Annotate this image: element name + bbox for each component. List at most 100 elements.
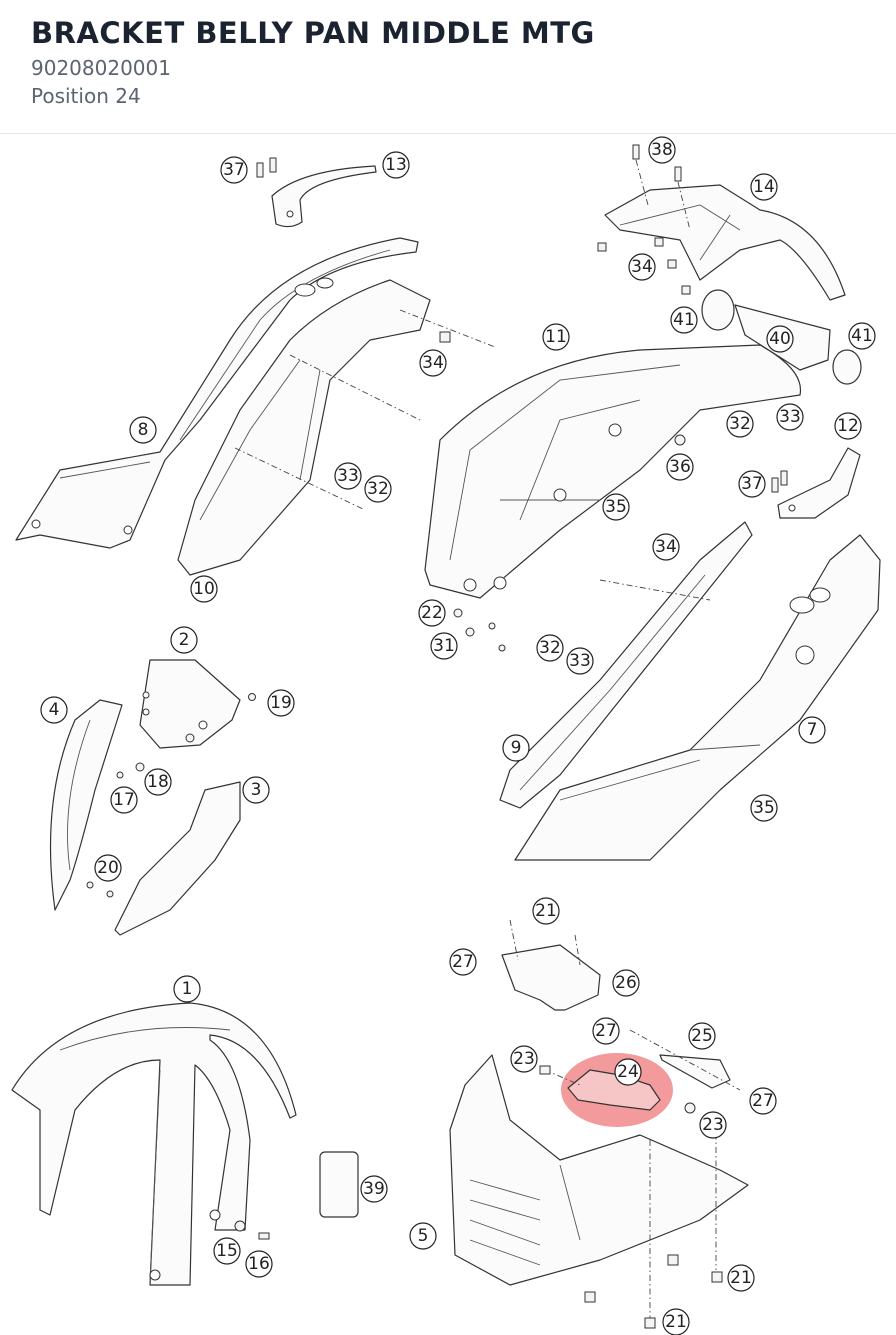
- svg-text:21: 21: [665, 1312, 687, 1332]
- svg-text:33: 33: [779, 407, 801, 427]
- part-10-inner-panel[interactable]: [177, 279, 496, 576]
- callout-23-right[interactable]: 23: [699, 1111, 727, 1139]
- callout-41-left[interactable]: 41: [670, 306, 698, 334]
- callout-32-left[interactable]: 32: [364, 475, 392, 503]
- part-41-reflector-right[interactable]: [832, 349, 862, 385]
- part-11-rear-cover[interactable]: [424, 344, 802, 599]
- callout-11[interactable]: 11: [542, 323, 570, 351]
- svg-text:23: 23: [702, 1115, 724, 1135]
- callout-35-right[interactable]: 35: [750, 794, 778, 822]
- callout-8[interactable]: 8: [129, 416, 157, 444]
- callout-27-left[interactable]: 27: [449, 948, 477, 976]
- part-4-side-trim[interactable]: [49, 699, 123, 911]
- part-39-pad[interactable]: [319, 1151, 359, 1218]
- callout-33-left[interactable]: 33: [334, 462, 362, 490]
- svg-text:41: 41: [851, 326, 873, 346]
- svg-text:32: 32: [367, 479, 389, 499]
- part-23-screws[interactable]: [539, 1065, 696, 1114]
- callout-14[interactable]: 14: [750, 173, 778, 201]
- callout-37-top[interactable]: 37: [220, 156, 248, 184]
- callout-21-right[interactable]: 21: [727, 1264, 755, 1292]
- part-number: 90208020001: [31, 56, 171, 80]
- callout-33-top[interactable]: 33: [776, 403, 804, 431]
- callout-35-mid[interactable]: 35: [602, 493, 630, 521]
- part-12-grab-handle[interactable]: [777, 447, 861, 519]
- callout-40[interactable]: 40: [766, 325, 794, 353]
- svg-text:35: 35: [753, 798, 775, 818]
- callout-32-mid[interactable]: 32: [536, 634, 564, 662]
- callout-39[interactable]: 39: [360, 1175, 388, 1203]
- svg-text:3: 3: [251, 780, 262, 800]
- callout-10[interactable]: 10: [190, 575, 218, 603]
- part-37-screws-right[interactable]: [771, 470, 788, 493]
- callout-37-right[interactable]: 37: [738, 470, 766, 498]
- callout-27-mid[interactable]: 27: [592, 1017, 620, 1045]
- callout-27-right[interactable]: 27: [749, 1087, 777, 1115]
- part-13-bracket[interactable]: [271, 165, 377, 228]
- part-7-rear-side-panel[interactable]: [514, 534, 881, 861]
- part-22-31-fasteners[interactable]: [453, 608, 506, 652]
- svg-text:35: 35: [605, 497, 627, 517]
- part-9-inner-rear-panel[interactable]: [499, 521, 753, 809]
- part-8-side-panel[interactable]: [15, 237, 419, 549]
- part-small-fasteners-front[interactable]: [86, 693, 256, 898]
- svg-text:10: 10: [193, 579, 215, 599]
- part-41-reflector-left[interactable]: [701, 289, 735, 331]
- callout-19[interactable]: 19: [267, 689, 295, 717]
- svg-text:33: 33: [569, 651, 591, 671]
- callout-3[interactable]: 3: [242, 776, 270, 804]
- callout-5[interactable]: 5: [409, 1222, 437, 1250]
- callout-34-rear[interactable]: 34: [628, 253, 656, 281]
- callout-38[interactable]: 38: [648, 136, 676, 164]
- part-3-side-trim[interactable]: [114, 781, 241, 936]
- callout-26[interactable]: 26: [612, 969, 640, 997]
- callout-1[interactable]: 1: [173, 975, 201, 1003]
- part-24-bracket-highlight[interactable]: [561, 1053, 673, 1127]
- callout-36[interactable]: 36: [666, 453, 694, 481]
- svg-text:36: 36: [669, 457, 691, 477]
- callout-41-right[interactable]: 41: [848, 322, 876, 350]
- callout-22[interactable]: 22: [418, 599, 446, 627]
- part-38-screws[interactable]: [632, 144, 691, 231]
- part-title: BRACKET BELLY PAN MIDDLE MTG: [31, 16, 595, 50]
- callout-33-mid[interactable]: 33: [566, 647, 594, 675]
- callout-9[interactable]: 9: [502, 734, 530, 762]
- callout-2[interactable]: 2: [170, 626, 198, 654]
- part-21-screws-bottom[interactable]: [584, 1254, 723, 1329]
- svg-text:8: 8: [138, 420, 149, 440]
- callout-25[interactable]: 25: [688, 1022, 716, 1050]
- callout-15[interactable]: 15: [213, 1237, 241, 1265]
- part-34-clip-left[interactable]: [439, 331, 451, 343]
- part-37-screws-top[interactable]: [256, 157, 277, 178]
- part-15-16-fasteners[interactable]: [234, 1220, 270, 1240]
- callout-21-top[interactable]: 21: [532, 897, 560, 925]
- callout-31[interactable]: 31: [430, 632, 458, 660]
- svg-text:39: 39: [363, 1179, 385, 1199]
- callout-16[interactable]: 16: [245, 1250, 273, 1278]
- part-34-clips-rear[interactable]: [597, 237, 691, 295]
- exploded-parts-diagram: 38 14 37 13 34 41 40 41 11 34 32 33 12 8…: [0, 135, 896, 1335]
- callout-24[interactable]: 24: [614, 1058, 642, 1086]
- svg-text:15: 15: [216, 1241, 238, 1261]
- callout-34-mid[interactable]: 34: [652, 533, 680, 561]
- part-1-front-fender[interactable]: [11, 1002, 297, 1286]
- callout-17[interactable]: 17: [110, 786, 138, 814]
- callout-18[interactable]: 18: [144, 768, 172, 796]
- callout-4[interactable]: 4: [40, 696, 68, 724]
- callout-32-top[interactable]: 32: [726, 410, 754, 438]
- part-36-nut[interactable]: [674, 434, 686, 446]
- svg-text:13: 13: [385, 155, 407, 175]
- callout-12[interactable]: 12: [834, 412, 862, 440]
- svg-text:25: 25: [691, 1026, 713, 1046]
- part-26-mount-bracket[interactable]: [501, 919, 601, 1011]
- callout-20[interactable]: 20: [94, 854, 122, 882]
- callout-21-bottom[interactable]: 21: [662, 1308, 690, 1335]
- callout-34-left[interactable]: 34: [419, 349, 447, 377]
- part-14-rear-fender[interactable]: [604, 184, 846, 301]
- callout-23-left[interactable]: 23: [510, 1045, 538, 1073]
- callout-13[interactable]: 13: [382, 151, 410, 179]
- part-2-headlight-cover[interactable]: [139, 659, 241, 749]
- part-25-bracket[interactable]: [629, 1029, 741, 1091]
- callout-7[interactable]: 7: [798, 716, 826, 744]
- part-5-belly-pan[interactable]: [449, 1054, 749, 1320]
